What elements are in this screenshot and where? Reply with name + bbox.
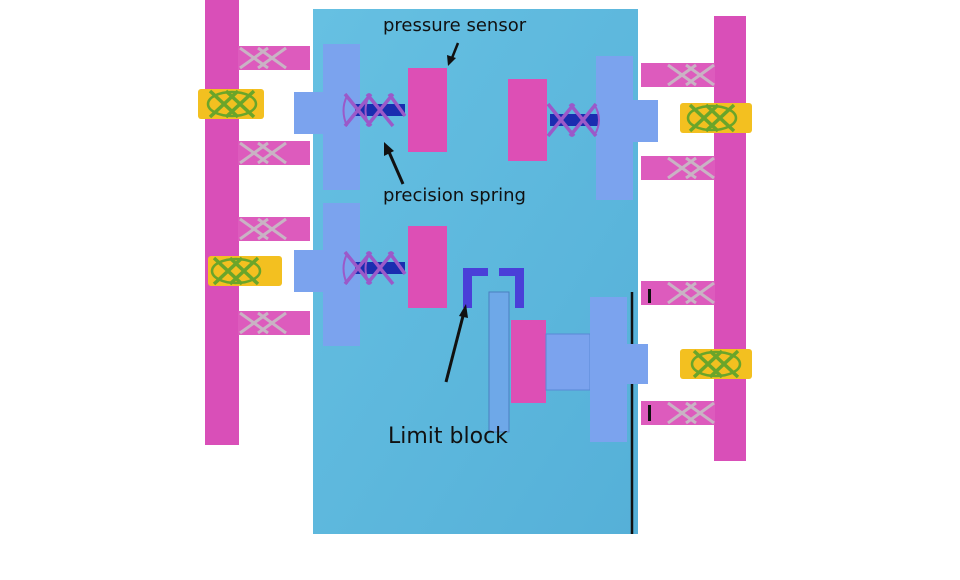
precision-spring-upper-left: [342, 92, 407, 128]
arrow-precision-spring: [384, 142, 405, 185]
limit-block: [463, 268, 524, 308]
lower-right-assembly: [488, 291, 648, 442]
pressure-sensor-label: pressure sensor: [383, 15, 527, 36]
right-arms: [641, 63, 715, 425]
arm-left-1: [238, 46, 310, 70]
pressure-sensor-lower-left: [408, 226, 447, 308]
arrow-pressure-sensor: [447, 42, 460, 66]
precision-spring-label: precision spring: [383, 185, 526, 206]
pressure-sensor-lower-right: [511, 320, 546, 403]
coupler-right-1: [680, 103, 752, 133]
left-arms: [238, 46, 310, 335]
precision-spring-lower-left: [342, 250, 407, 286]
limit-block-label: Limit block: [388, 424, 508, 449]
arm-left-3: [238, 217, 310, 241]
arm-left-2: [238, 141, 310, 165]
right-rail: [714, 16, 746, 461]
arm-right-2: [641, 156, 715, 180]
right-plate-lower: [590, 297, 627, 442]
arrow-limit-block: [444, 304, 468, 383]
left-rail: [205, 0, 239, 445]
coupler-left-1: [198, 89, 264, 119]
arm-left-4: [238, 311, 310, 335]
arm-right-3: [641, 281, 715, 305]
coupler-right-2: [680, 349, 752, 379]
left-couplers: [198, 89, 282, 286]
connector-block: [545, 333, 591, 391]
arm-right-1: [641, 63, 715, 87]
right-couplers: [680, 103, 752, 379]
limit-rod: [488, 291, 510, 433]
coupler-left-2: [208, 256, 282, 286]
pressure-sensor-upper-left: [408, 68, 447, 152]
precision-spring-upper-right: [546, 102, 600, 138]
arm-right-4: [641, 401, 715, 425]
right-plate-upper: [596, 56, 658, 200]
pressure-sensor-upper-right: [508, 79, 547, 161]
